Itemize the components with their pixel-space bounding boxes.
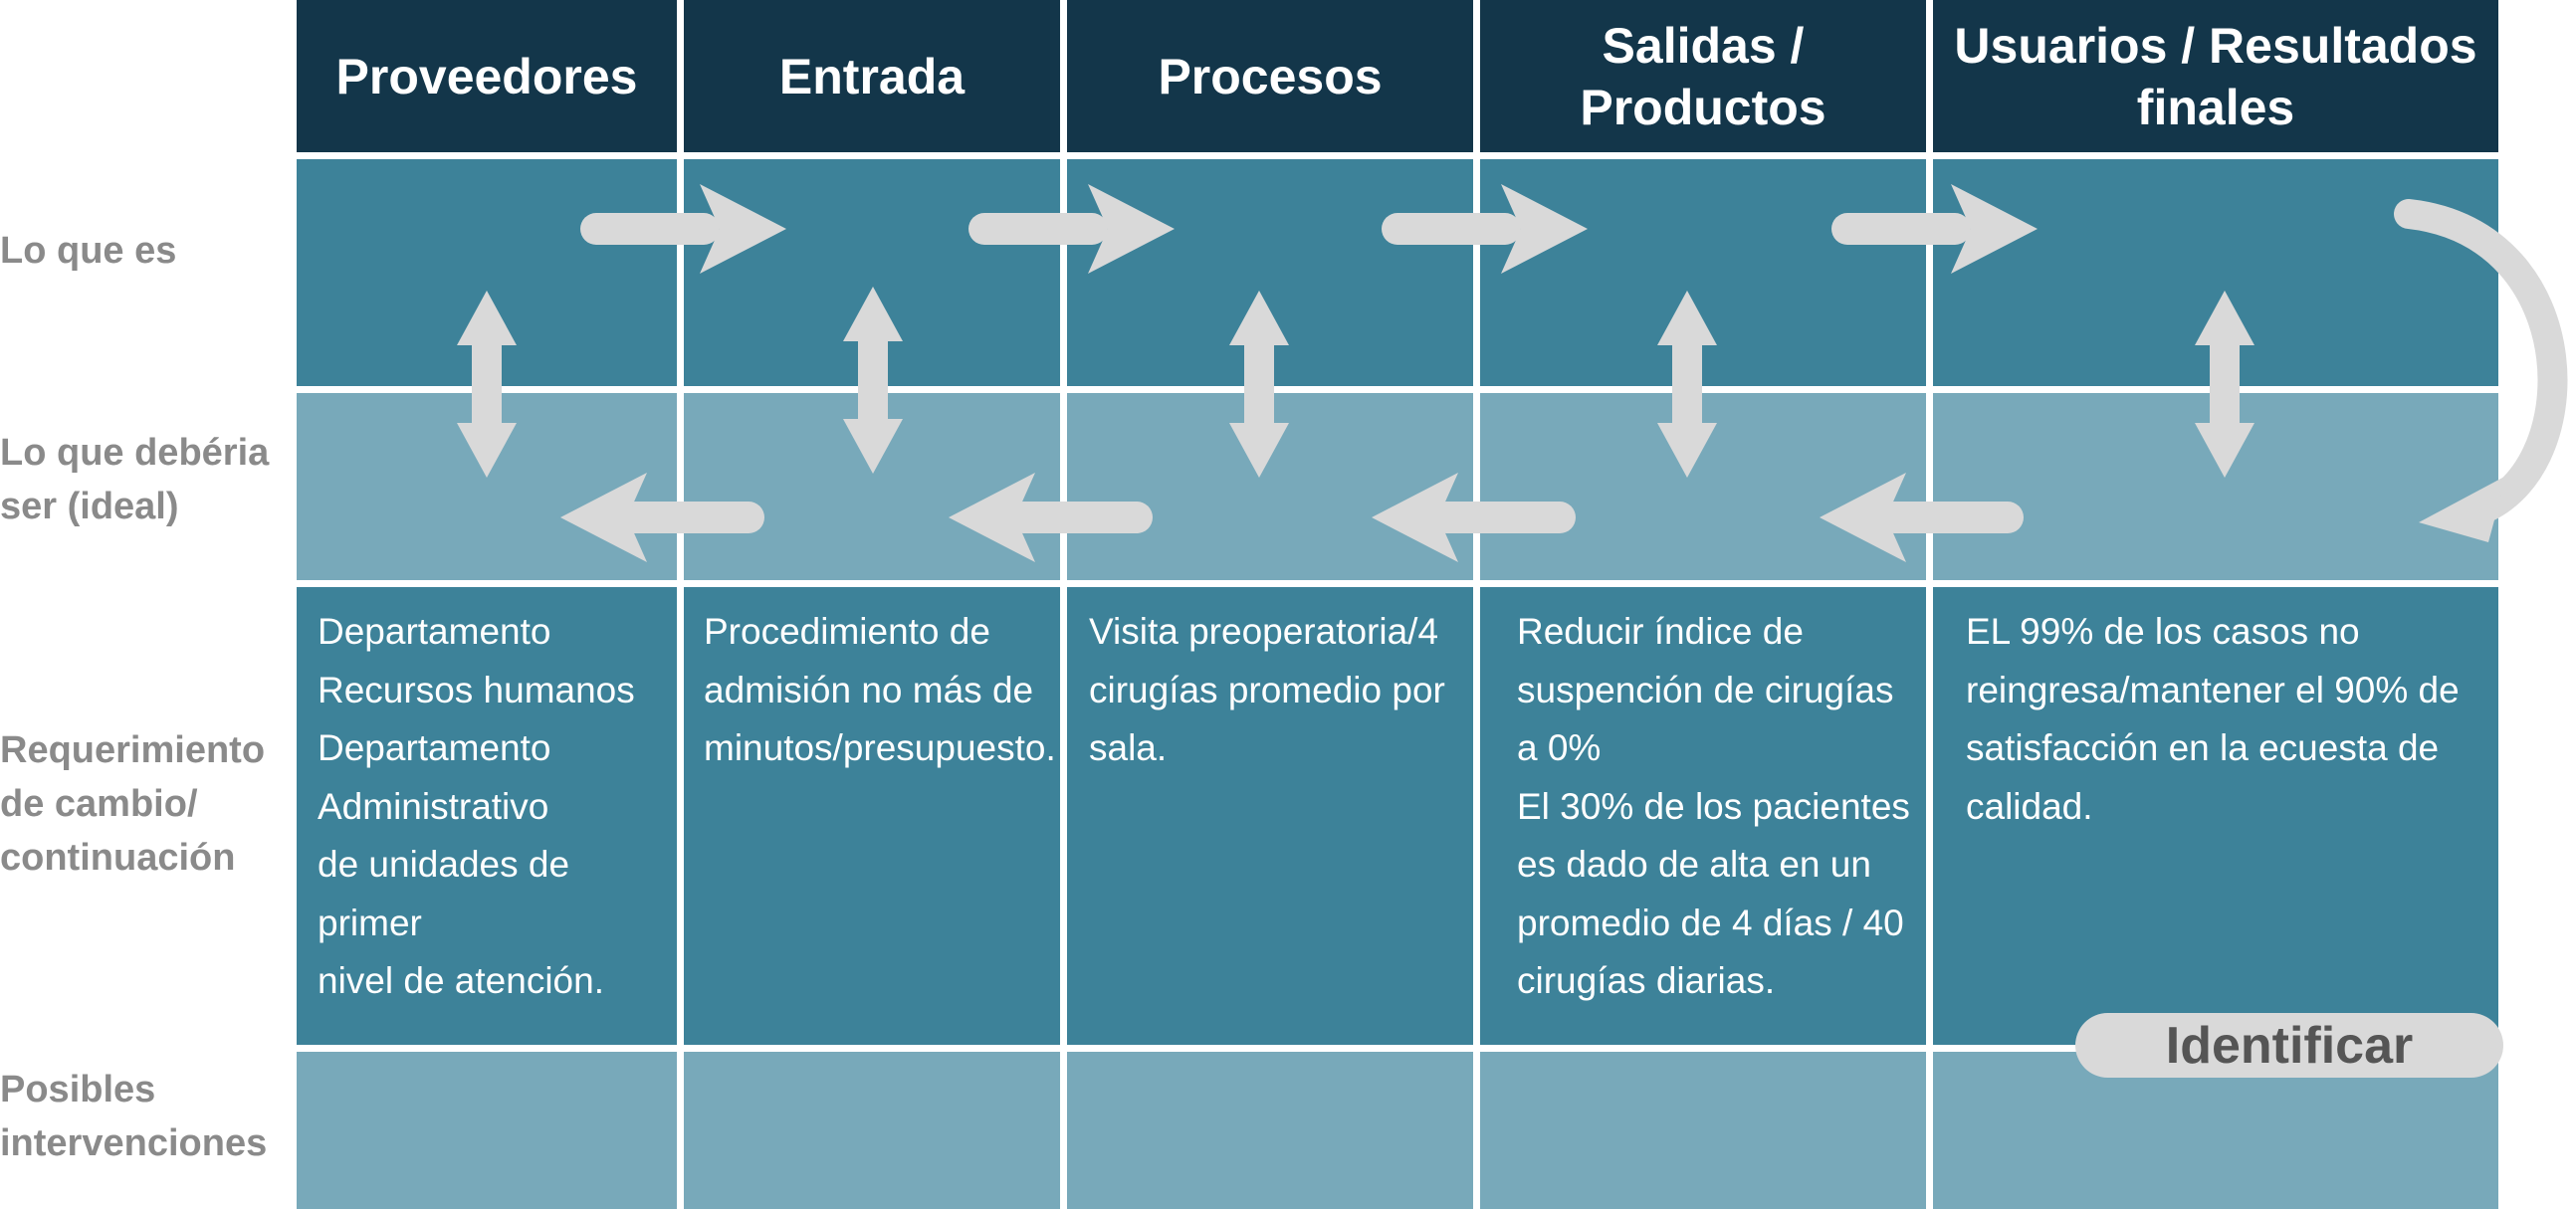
cell-lo-que-es-procesos xyxy=(1067,159,1473,386)
cell-requerimiento-proveedores xyxy=(297,587,677,1045)
column-header-entrada: Entrada xyxy=(684,0,1060,152)
requirement-text-usuarios: EL 99% de los casos no reingresa/mantene… xyxy=(1966,611,2460,827)
requirement-text-proveedores: Departamento Recursos humanos Departamen… xyxy=(318,611,635,1001)
column-header-procesos: Procesos xyxy=(1067,0,1473,152)
cell-lo-que-es-usuarios xyxy=(1933,159,2498,386)
cell-ideal-proveedores xyxy=(297,393,677,580)
row-label-posibles-intervenciones: Posibles intervenciones xyxy=(0,1069,268,1164)
cell-ideal-salidas xyxy=(1480,393,1926,580)
cell-requerimiento-usuarios xyxy=(1933,587,2498,1045)
requirement-text-entrada: Procedimiento de admisión no más de minu… xyxy=(704,611,1056,768)
cell-ideal-entrada xyxy=(684,393,1060,580)
cell-intervenciones-salidas xyxy=(1480,1052,1926,1209)
cell-intervenciones-proveedores xyxy=(297,1052,677,1209)
requirement-text-procesos: Visita preoperatoria/4 cirugías promedio… xyxy=(1089,611,1445,768)
cell-intervenciones-usuarios xyxy=(1933,1052,2498,1209)
identificar-button[interactable]: Identificar xyxy=(2075,1013,2503,1078)
cell-requerimiento-salidas xyxy=(1480,587,1926,1045)
row-label-requerimiento: Requerimiento de cambio/ continuación xyxy=(0,729,266,879)
cell-intervenciones-entrada xyxy=(684,1052,1060,1209)
cell-requerimiento-procesos xyxy=(1067,587,1473,1045)
cell-lo-que-es-salidas xyxy=(1480,159,1926,386)
cell-intervenciones-procesos xyxy=(1067,1052,1473,1209)
row-label-lo-que-deberia-ser: Lo que debéria ser (ideal) xyxy=(0,432,270,527)
column-header-usuarios-resultados: Usuarios / Resultados finales xyxy=(1933,0,2498,152)
column-header-proveedores: Proveedores xyxy=(297,0,677,152)
column-header-salidas-productos: Salidas / Productos xyxy=(1480,0,1926,152)
cell-ideal-usuarios xyxy=(1933,393,2498,580)
cell-requerimiento-entrada xyxy=(684,587,1060,1045)
cell-ideal-procesos xyxy=(1067,393,1473,580)
cell-lo-que-es-entrada xyxy=(684,159,1060,386)
row-label-lo-que-es: Lo que es xyxy=(0,230,177,272)
requirement-text-salidas: Reducir índice de suspención de cirugías… xyxy=(1517,611,1910,1001)
cell-lo-que-es-proveedores xyxy=(297,159,677,386)
